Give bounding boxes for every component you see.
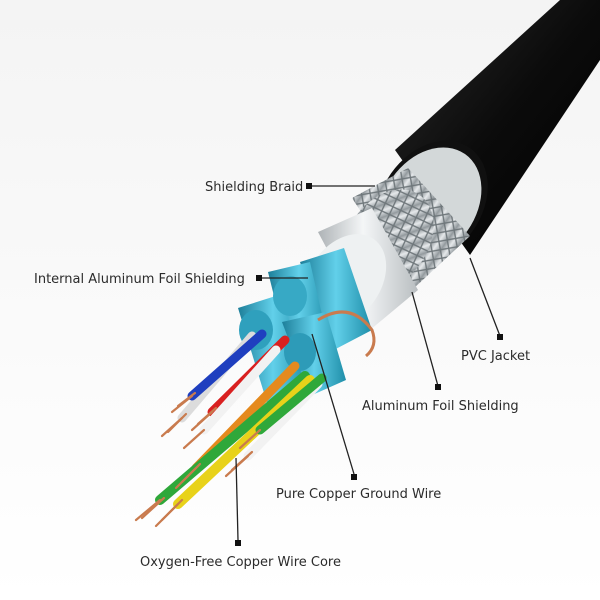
label-ground-wire: Pure Copper Ground Wire [276, 487, 441, 502]
label-pvc-jacket: PVC Jacket [461, 349, 530, 364]
label-aluminum-foil: Aluminum Foil Shielding [362, 399, 519, 414]
label-shielding-braid: Shielding Braid [205, 180, 303, 195]
leader-markers [235, 183, 503, 546]
leader-lines [235, 185, 501, 541]
label-internal-foil: Internal Aluminum Foil Shielding [34, 272, 245, 287]
label-copper-core: Oxygen-Free Copper Wire Core [140, 555, 341, 570]
copper-strands [134, 391, 262, 528]
colored-conductors [155, 329, 327, 509]
ground-wire-shape [317, 310, 376, 358]
